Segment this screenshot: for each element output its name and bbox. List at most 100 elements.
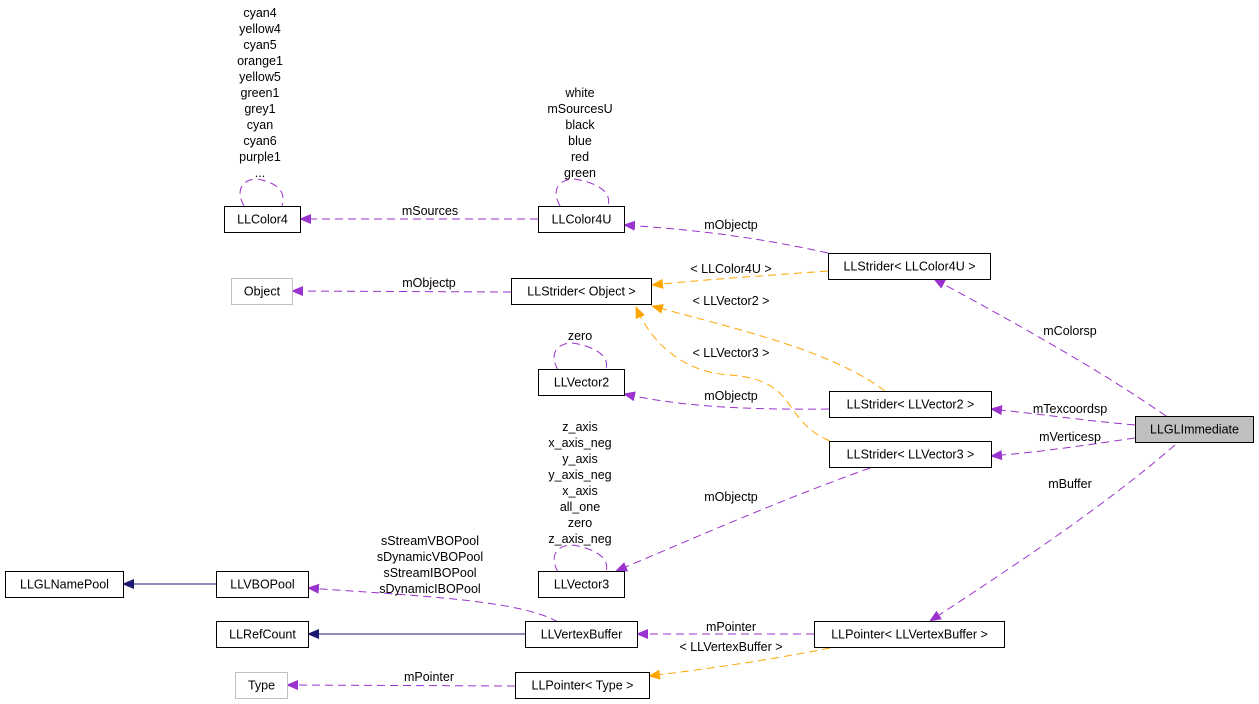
- svg-text:blue: blue: [568, 134, 592, 148]
- svg-text:LLGLImmediate: LLGLImmediate: [1150, 423, 1239, 437]
- edge-tmpl-llvector3: [635, 306, 831, 442]
- edge-mcolorsp: [933, 278, 1167, 417]
- edge-llvector2-self: [553, 342, 608, 383]
- label-mobjectp-object: mObjectp: [402, 276, 456, 290]
- svg-text:LLStrider< LLColor4U >: LLStrider< LLColor4U >: [843, 260, 975, 274]
- label-llvector2-self: zero: [568, 329, 592, 343]
- edge-llcolor4-self: [239, 178, 284, 219]
- svg-text:LLColor4U: LLColor4U: [552, 213, 612, 227]
- label-tmpl-llvector3: < LLVector3 >: [693, 346, 770, 360]
- svg-text:LLVBOPool: LLVBOPool: [230, 578, 294, 592]
- svg-text:yellow5: yellow5: [239, 70, 281, 84]
- node-llcolor4u[interactable]: LLColor4U: [538, 206, 625, 233]
- edge-mobjectp-vector2: [623, 391, 830, 410]
- label-mbuffer: mBuffer: [1048, 477, 1092, 491]
- svg-text:cyan: cyan: [247, 118, 273, 132]
- label-mverticesp: mVerticesp: [1039, 430, 1101, 444]
- label-msources: mSources: [402, 204, 458, 218]
- svg-text:orange1: orange1: [237, 54, 283, 68]
- node-llstrider-llcolor4u[interactable]: LLStrider< LLColor4U >: [828, 253, 991, 280]
- label-mcolorsp: mColorsp: [1043, 324, 1097, 338]
- node-llvbopool[interactable]: LLVBOPool: [216, 571, 309, 598]
- svg-text:zero: zero: [568, 329, 592, 343]
- svg-text:grey1: grey1: [244, 102, 275, 116]
- svg-text:LLPointer< Type >: LLPointer< Type >: [532, 679, 634, 693]
- label-tmpl-llvector2: < LLVector2 >: [693, 294, 770, 308]
- svg-text:sDynamicIBOPool: sDynamicIBOPool: [379, 582, 480, 596]
- node-llpointer-type[interactable]: LLPointer< Type >: [515, 672, 650, 699]
- edge-llvector3-self: [553, 544, 608, 585]
- label-mtexcoordsp: mTexcoordsp: [1033, 402, 1107, 416]
- edge-mtexcoordsp: [990, 405, 1136, 426]
- svg-text:LLVector2: LLVector2: [554, 376, 609, 390]
- edge-mpointer-type: [286, 680, 516, 691]
- node-llglnamepool[interactable]: LLGLNamePool: [5, 571, 124, 598]
- svg-text:LLStrider< LLVector2 >: LLStrider< LLVector2 >: [847, 398, 975, 412]
- label-mpointer-type: mPointer: [404, 670, 454, 684]
- edge-mverticesp: [990, 437, 1136, 461]
- edge-tmpl-llvector2: [651, 304, 886, 392]
- svg-text:Object: Object: [244, 285, 281, 299]
- edge-llcolor4u-self: [555, 178, 610, 219]
- svg-text:LLStrider< Object >: LLStrider< Object >: [527, 285, 635, 299]
- edge-vbopool-members: [307, 583, 559, 623]
- label-mobjectp-color4u: mObjectp: [704, 218, 758, 232]
- label-llcolor4u-self: white mSourcesU black blue red green: [547, 86, 612, 180]
- node-llrefcount[interactable]: LLRefCount: [216, 621, 309, 648]
- label-mobjectp-vector2: mObjectp: [704, 389, 758, 403]
- label-mpointer-vertexbuffer: mPointer: [706, 620, 756, 634]
- svg-text:y_axis_neg: y_axis_neg: [548, 468, 611, 482]
- svg-text:sStreamVBOPool: sStreamVBOPool: [381, 534, 479, 548]
- svg-text:green1: green1: [241, 86, 280, 100]
- label-llvector3-self: z_axis x_axis_neg y_axis y_axis_neg x_ax…: [548, 420, 611, 546]
- svg-text:x_axis: x_axis: [562, 484, 597, 498]
- edge-mobjectp-vector3: [615, 467, 871, 572]
- label-mobjectp-vector3: mObjectp: [704, 490, 758, 504]
- svg-text:LLPointer< LLVertexBuffer >: LLPointer< LLVertexBuffer >: [831, 628, 988, 642]
- svg-text:zero: zero: [568, 516, 592, 530]
- label-tmpl-llcolor4u: < LLColor4U >: [690, 262, 771, 276]
- svg-text:green: green: [564, 166, 596, 180]
- svg-text:LLStrider< LLVector3 >: LLStrider< LLVector3 >: [847, 448, 975, 462]
- svg-text:z_axis_neg: z_axis_neg: [548, 532, 611, 546]
- label-vbopool-members: sStreamVBOPool sDynamicVBOPool sStreamIB…: [377, 534, 483, 596]
- node-type: Type: [235, 672, 288, 699]
- edge-mbuffer: [929, 444, 1176, 622]
- svg-text:y_axis: y_axis: [562, 452, 597, 466]
- label-tmpl-llvertexbuffer: < LLVertexBuffer >: [679, 640, 782, 654]
- svg-text:cyan5: cyan5: [243, 38, 276, 52]
- node-llvector2[interactable]: LLVector2: [538, 369, 625, 396]
- svg-text:sDynamicVBOPool: sDynamicVBOPool: [377, 550, 483, 564]
- svg-text:LLRefCount: LLRefCount: [229, 628, 296, 642]
- svg-text:cyan4: cyan4: [243, 6, 276, 20]
- svg-text:LLVertexBuffer: LLVertexBuffer: [541, 628, 623, 642]
- node-llstrider-object[interactable]: LLStrider< Object >: [511, 278, 652, 305]
- svg-text:sStreamIBOPool: sStreamIBOPool: [383, 566, 476, 580]
- label-llcolor4-self: cyan4 yellow4 cyan5 orange1 yellow5 gree…: [237, 6, 283, 180]
- svg-text:white: white: [564, 86, 594, 100]
- svg-text:black: black: [565, 118, 595, 132]
- svg-text:LLColor4: LLColor4: [237, 213, 288, 227]
- svg-text:LLVector3: LLVector3: [554, 578, 609, 592]
- svg-text:red: red: [571, 150, 589, 164]
- node-llvector3[interactable]: LLVector3: [538, 571, 625, 598]
- edge-tmpl-llvertexbuffer: [648, 647, 831, 680]
- svg-text:cyan6: cyan6: [243, 134, 276, 148]
- svg-text:yellow4: yellow4: [239, 22, 281, 36]
- svg-text:Type: Type: [248, 679, 275, 693]
- node-llcolor4[interactable]: LLColor4: [224, 206, 301, 233]
- edge-mobjectp-object: [291, 286, 512, 297]
- node-llstrider-llvector2[interactable]: LLStrider< LLVector2 >: [829, 391, 992, 418]
- svg-text:...: ...: [255, 166, 265, 180]
- node-llglimmediate[interactable]: LLGLImmediate: [1135, 416, 1254, 443]
- node-object: Object: [231, 278, 293, 305]
- edge-tmpl-llcolor4u: [651, 270, 829, 289]
- node-llstrider-llvector3[interactable]: LLStrider< LLVector3 >: [829, 441, 992, 468]
- svg-text:z_axis: z_axis: [562, 420, 597, 434]
- svg-text:x_axis_neg: x_axis_neg: [548, 436, 611, 450]
- svg-text:LLGLNamePool: LLGLNamePool: [20, 578, 109, 592]
- node-llpointer-llvertexbuffer[interactable]: LLPointer< LLVertexBuffer >: [814, 621, 1005, 648]
- svg-text:all_one: all_one: [560, 500, 600, 514]
- node-llvertexbuffer[interactable]: LLVertexBuffer: [525, 621, 638, 648]
